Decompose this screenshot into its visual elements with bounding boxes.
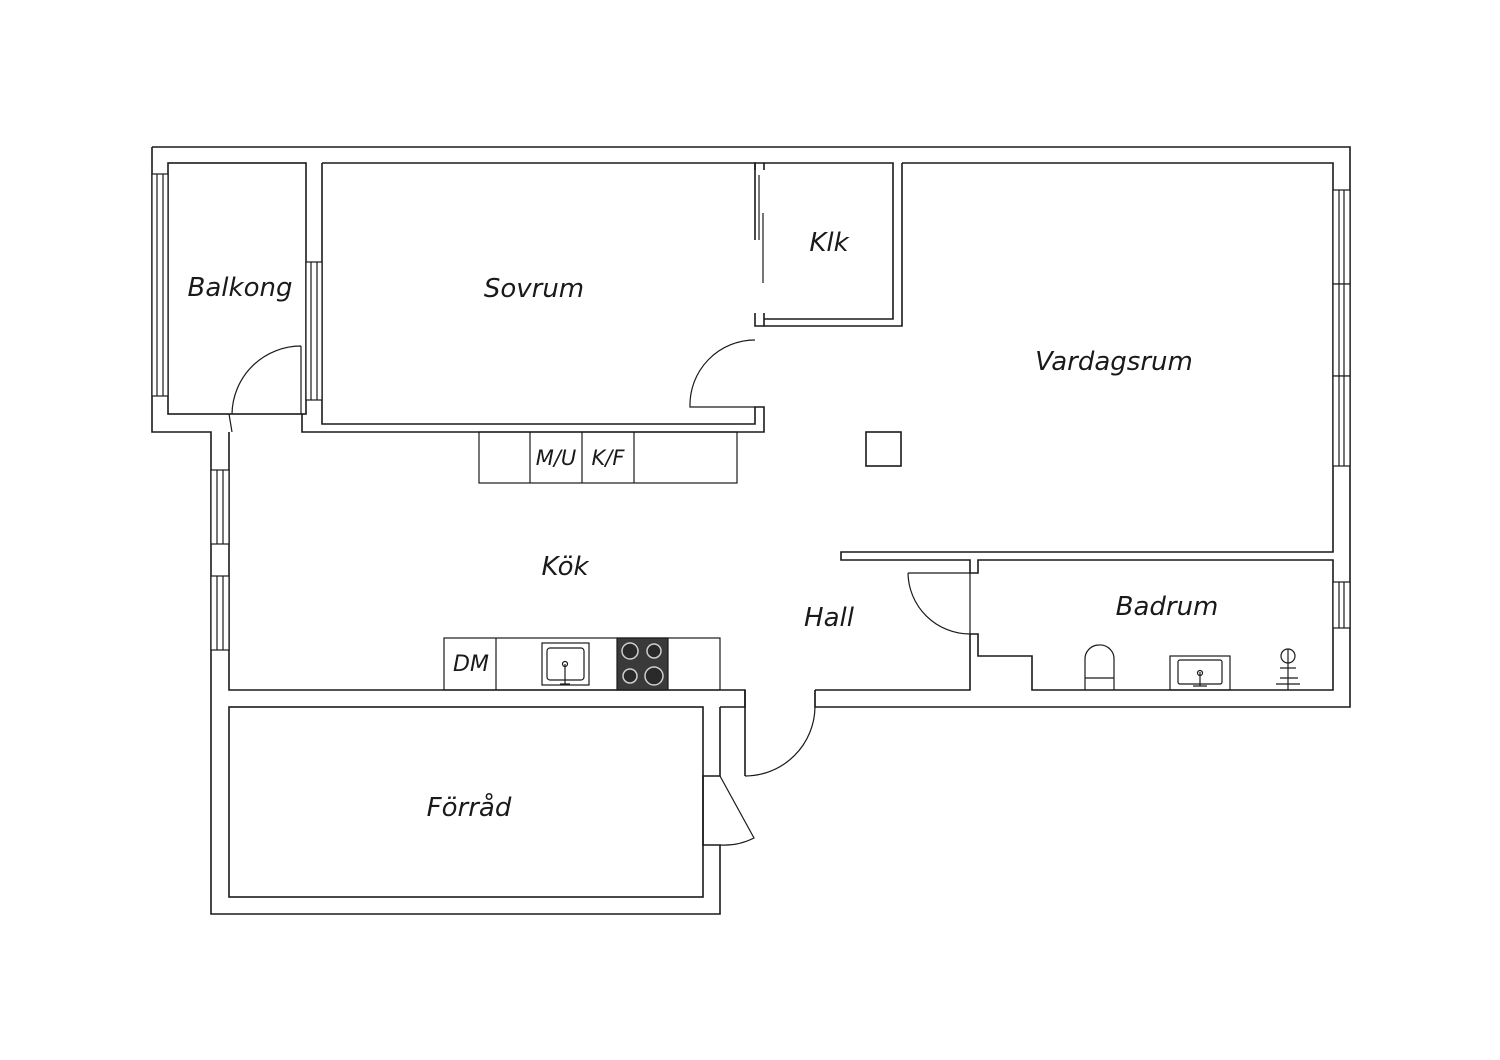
walls: [151, 146, 1351, 915]
pillar: [865, 431, 902, 467]
windows: [151, 173, 1351, 651]
shower-icon: [1276, 648, 1300, 690]
door-balkong: [231, 345, 302, 415]
door-sovrum: [689, 339, 756, 408]
room-label-sovrum: Sovrum: [484, 274, 584, 304]
window-badrum: [1332, 581, 1351, 629]
room-label-badrum: Badrum: [1116, 592, 1219, 622]
upper-counter: [478, 431, 738, 484]
room-label-klk: Klk: [809, 228, 849, 258]
window-kok-lower: [210, 575, 230, 651]
kitchen-sink-icon: [541, 642, 590, 686]
window-kok-upper: [210, 469, 230, 545]
window-vardagsrum-2: [1332, 283, 1351, 377]
doors: [228, 175, 971, 846]
bathroom-fixtures: [1084, 644, 1300, 691]
room-labels: Balkong Sovrum Klk Vardagsrum Kök Hall B…: [188, 228, 1219, 823]
room-label-vardagsrum: Vardagsrum: [1035, 347, 1193, 377]
label-mu: M/U: [536, 446, 577, 470]
room-label-forrad: Förråd: [427, 792, 512, 823]
kitchen-fixtures: M/U K/F DM: [443, 431, 738, 691]
room-label-kok: Kök: [541, 552, 589, 582]
door-forrad: [719, 775, 755, 846]
window-sovrum-left: [305, 261, 323, 401]
door-entrance: [744, 690, 816, 777]
window-vardagsrum-1: [1332, 189, 1351, 285]
washbasin-icon: [1169, 655, 1231, 691]
door-badrum: [907, 572, 971, 635]
room-label-hall: Hall: [804, 603, 855, 633]
label-dm: DM: [453, 652, 489, 677]
label-kf: K/F: [592, 446, 626, 470]
window-vardagsrum-3: [1332, 375, 1351, 467]
room-label-balkong: Balkong: [188, 273, 293, 303]
lower-counter: [443, 637, 721, 691]
toilet-icon: [1084, 644, 1115, 690]
stove-icon: [616, 637, 669, 691]
window-balkong-left: [151, 173, 169, 397]
